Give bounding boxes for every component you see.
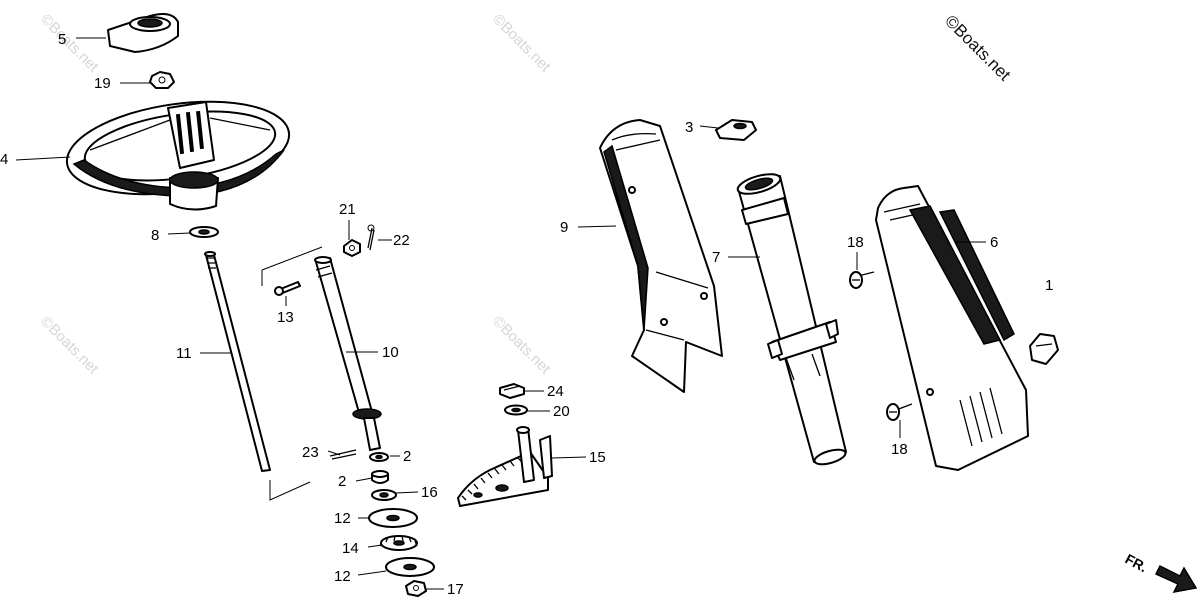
leader-lines (15, 37, 986, 590)
watermark-faint: ©Boats.net (37, 313, 102, 378)
callout-13: 13 (277, 309, 294, 326)
part-17-nut[interactable] (405, 580, 427, 597)
group-bracket-lines (261, 246, 323, 501)
callout-11: 11 (176, 345, 192, 362)
callout-21: 21 (339, 201, 356, 218)
callout-6: 6 (990, 234, 998, 251)
callout-4: 4 (0, 151, 8, 168)
part-20-washer[interactable] (504, 404, 528, 416)
callout-9: 9 (560, 219, 568, 236)
callout-23: 23 (302, 444, 319, 461)
part-12-plate-lower[interactable] (385, 557, 435, 577)
part-6-front-cover[interactable] (875, 185, 1029, 471)
watermark-faint: ©Boats.net (37, 11, 102, 76)
part-21-nut[interactable] (343, 239, 361, 257)
part-23-pin[interactable] (329, 449, 357, 460)
callout-12-upper: 12 (334, 510, 351, 527)
callout-2-lower: 2 (338, 473, 346, 490)
part-2-collar-lower[interactable] (371, 470, 389, 484)
watermark-faint: ©Boats.net (489, 313, 554, 378)
part-4-steering-wheel[interactable] (61, 89, 295, 211)
part-18-screw-upper[interactable] (849, 271, 875, 289)
part-22-cotter-pin[interactable] (367, 224, 375, 251)
callout-16: 16 (421, 484, 438, 501)
callout-20: 20 (553, 403, 570, 420)
part-14-pinion-gear[interactable] (379, 535, 418, 551)
part-12-plate-upper[interactable] (368, 508, 418, 528)
part-11-shaft[interactable] (204, 251, 271, 472)
part-13-pin[interactable] (274, 281, 301, 296)
part-3-grommet[interactable] (715, 119, 757, 141)
callout-24: 24 (547, 383, 564, 400)
front-direction-indicator: FR. (1123, 551, 1198, 594)
part-10-steering-shaft[interactable] (314, 256, 382, 451)
callout-labels: 5 19 4 8 11 10 13 21 22 23 2 2 16 12 14 … (0, 31, 1053, 598)
watermark-main: ©Boats.net (941, 11, 1014, 84)
callout-8: 8 (151, 227, 159, 244)
front-direction-label: FR. (1123, 551, 1150, 576)
callout-1: 1 (1045, 277, 1053, 294)
callout-17: 17 (447, 581, 464, 598)
part-2-washer-upper[interactable] (369, 452, 389, 462)
part-8-washer[interactable] (189, 226, 219, 238)
callout-19: 19 (94, 75, 111, 92)
part-7-column-tube[interactable] (736, 170, 847, 467)
part-9-rear-cover[interactable] (599, 119, 723, 393)
callout-3: 3 (685, 119, 693, 136)
part-15-sector-gear[interactable] (457, 426, 553, 507)
watermark-faint: ©Boats.net (489, 11, 554, 76)
callout-5: 5 (58, 31, 66, 48)
callout-12-lower: 12 (334, 568, 351, 585)
part-16-washer[interactable] (371, 489, 397, 501)
callout-10: 10 (382, 344, 399, 361)
callout-22: 22 (393, 232, 410, 249)
part-18-screw-lower[interactable] (886, 403, 913, 421)
callout-18-upper: 18 (847, 234, 864, 251)
callout-7: 7 (712, 249, 720, 266)
callout-18-lower: 18 (891, 441, 908, 458)
callout-2-upper: 2 (403, 448, 411, 465)
part-19-nut[interactable] (149, 71, 175, 89)
callout-15: 15 (589, 449, 606, 466)
part-5-steering-cap[interactable] (107, 13, 179, 53)
callout-14: 14 (342, 540, 359, 557)
front-arrow-icon (1154, 564, 1198, 594)
part-24-bushing[interactable] (499, 383, 525, 399)
part-1-clip[interactable] (1029, 333, 1059, 365)
